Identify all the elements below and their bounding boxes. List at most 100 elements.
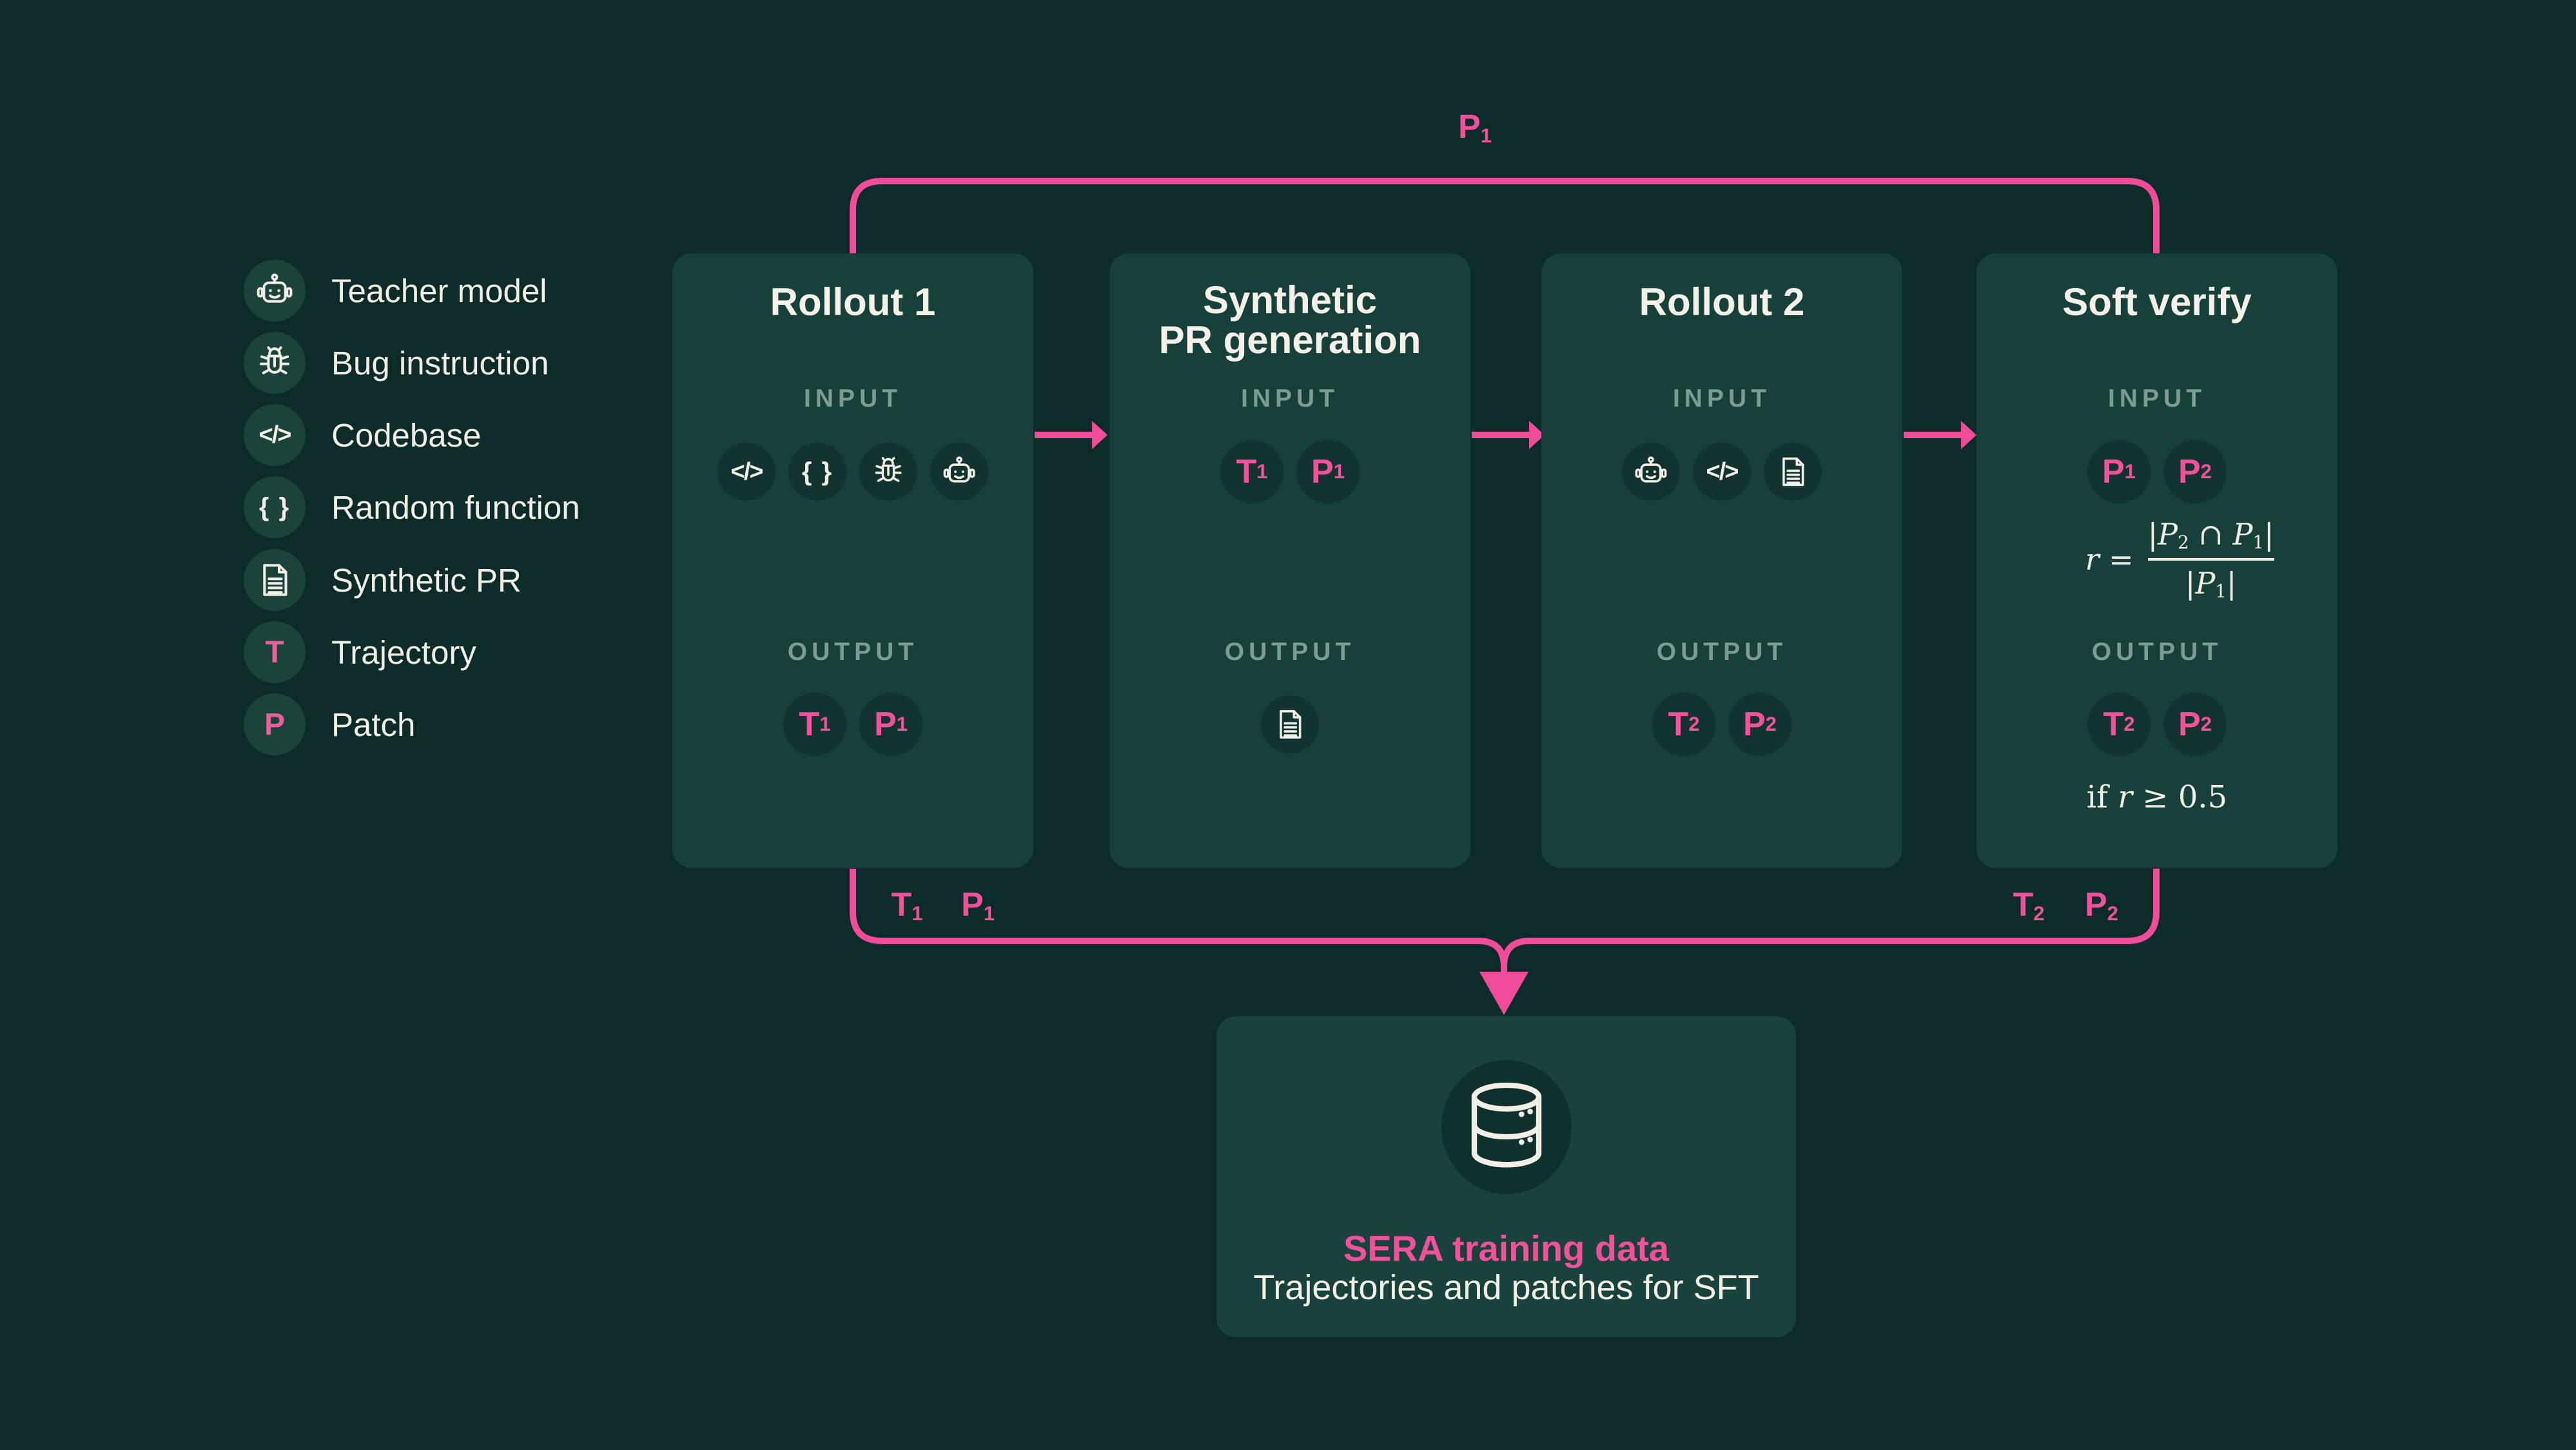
output-label: OUTPUT <box>1656 638 1788 666</box>
legend-item-random-function: { } Random function <box>244 476 580 538</box>
soft-verify-formula: r = |P2 ∩ P1| |P1| <box>1976 517 2337 602</box>
legend-chip <box>244 332 306 394</box>
sink-title: SERA training data <box>1343 1228 1670 1269</box>
legend-chip <box>244 549 306 611</box>
database-icon <box>1461 1082 1552 1172</box>
arrowhead-1 <box>1092 421 1107 449</box>
fraction-bar <box>2147 558 2274 561</box>
chip-document-icon <box>1261 695 1319 753</box>
bottom-label-T2: T2 <box>2013 886 2045 925</box>
sera-training-data-box: SERA training data Trajectories and patc… <box>1216 1016 1796 1337</box>
panel-title: Soft verify <box>2062 280 2252 324</box>
output-label: OUTPUT <box>2091 638 2223 666</box>
input-label: INPUT <box>803 385 903 412</box>
robot-icon <box>257 273 293 309</box>
document-icon <box>1274 708 1306 740</box>
arrowhead-2 <box>1529 421 1545 449</box>
bug-icon <box>257 345 293 381</box>
letter-P-icon: P <box>264 707 285 742</box>
chip-braces-icon: { } <box>788 443 846 501</box>
formula-numerator: |P2 ∩ P1| <box>2147 516 2274 553</box>
panel-title: Rollout 2 <box>1639 280 1805 324</box>
legend-label: Random function <box>331 488 580 526</box>
legend-item-bug-instruction: Bug instruction <box>244 332 549 394</box>
braces-icon: { } <box>259 492 291 521</box>
soft-verify-condition: if r ≥ 0.5 <box>2086 779 2228 815</box>
formula-denominator: |P1| <box>2185 566 2237 603</box>
bottom-label-P2: P2 <box>2084 886 2119 925</box>
output-label: OUTPUT <box>787 638 919 666</box>
legend-chip: T <box>244 621 306 683</box>
robot-icon <box>943 456 975 488</box>
input-label: INPUT <box>1240 385 1340 412</box>
formula-lhs: r = <box>2085 542 2134 577</box>
bug-icon <box>872 456 904 488</box>
input-label: INPUT <box>2107 385 2207 412</box>
legend-label: Codebase <box>331 416 482 454</box>
chip-bug-icon <box>859 443 917 501</box>
braces-icon: { } <box>801 457 834 486</box>
letter-T-icon: T <box>265 635 284 670</box>
legend-item-patch: P Patch <box>244 693 415 755</box>
arrowhead-sink <box>1479 972 1528 1015</box>
legend-label: Bug instruction <box>331 344 549 382</box>
legend-chip <box>244 260 306 322</box>
database-icon <box>1461 1082 1552 1172</box>
formula-fraction: |P2 ∩ P1| |P1| <box>2147 516 2274 603</box>
input-row: </> <box>1541 443 1902 501</box>
sink-subtitle: Trajectories and patches for SFT <box>1253 1268 1759 1307</box>
input-row: </> { } <box>672 443 1033 501</box>
chip-document-icon <box>1764 443 1822 501</box>
bottom-connector-right <box>1501 869 2160 974</box>
legend-chip: { } <box>244 476 306 538</box>
legend-label: Teacher model <box>331 272 547 309</box>
code-icon: </> <box>1706 458 1739 485</box>
document-icon <box>257 562 293 598</box>
legend-item-teacher-model: Teacher model <box>244 260 547 322</box>
chip-code-icon: </> <box>717 443 776 501</box>
arrowhead-3 <box>1961 421 1976 449</box>
legend-item-codebase: </> Codebase <box>244 404 482 466</box>
database-icon-backdrop <box>1441 1060 1572 1194</box>
code-icon: </> <box>259 421 292 449</box>
legend-label: Trajectory <box>331 633 476 671</box>
bottom-label-P1: P1 <box>961 886 995 925</box>
chip-code-icon: </> <box>1693 443 1751 501</box>
output-label: OUTPUT <box>1224 638 1356 666</box>
chip-robot-icon <box>930 443 988 501</box>
legend-label: Patch <box>331 706 416 743</box>
robot-icon <box>1635 456 1667 488</box>
legend-item-synthetic-pr: Synthetic PR <box>244 549 522 611</box>
document-icon <box>1777 456 1809 488</box>
legend-chip: P <box>244 693 306 755</box>
loop-label-p1: P1 <box>1458 108 1492 147</box>
legend-item-trajectory: T Trajectory <box>244 621 476 683</box>
bottom-connector-left <box>850 869 1507 974</box>
output-row <box>1109 695 1470 753</box>
code-icon: </> <box>730 458 764 485</box>
panel-title: Rollout 1 <box>770 280 936 324</box>
loop-connector <box>850 178 2160 255</box>
